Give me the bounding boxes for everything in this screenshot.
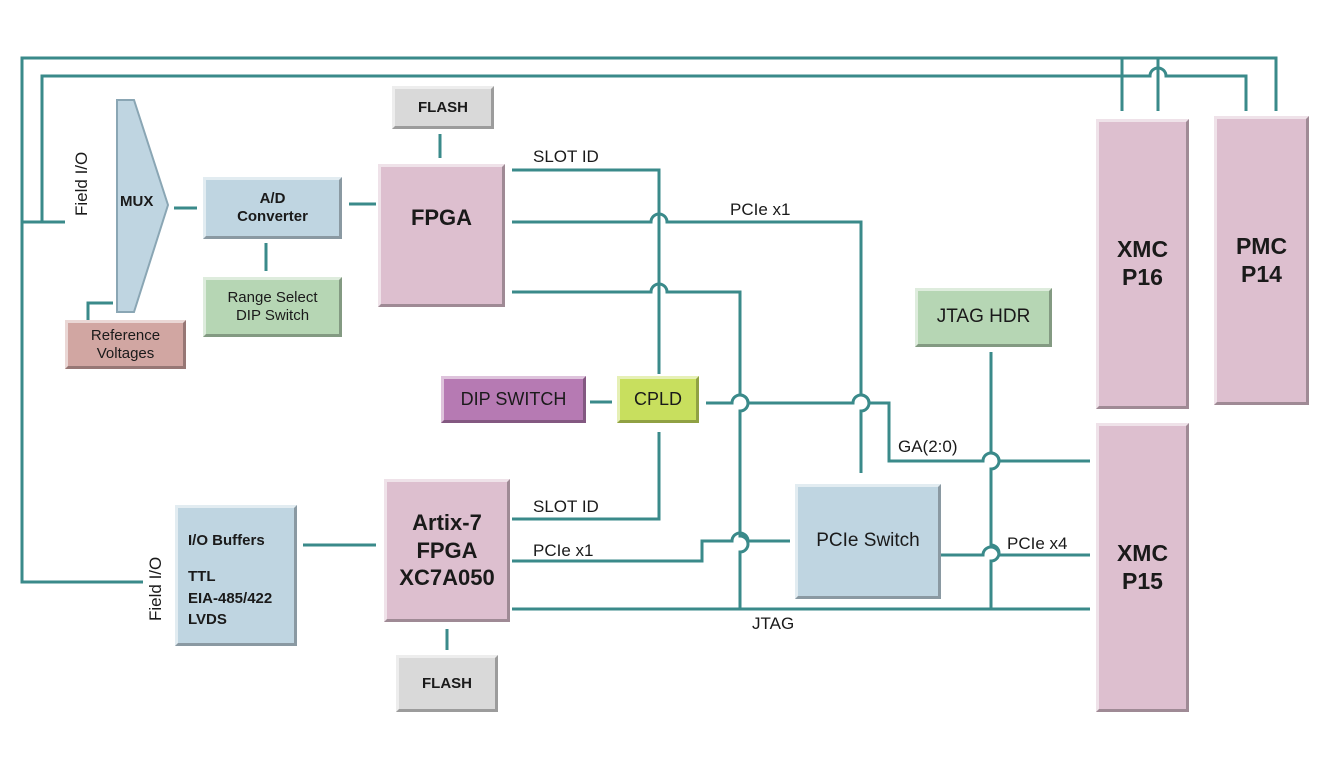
jtag-hdr-line — [989, 352, 1001, 609]
flash-top-label: FLASH — [418, 98, 468, 116]
fpga-label: FPGA — [410, 205, 473, 230]
ad-converter-block: A/D Converter — [203, 177, 342, 239]
slot-id-top-label: SLOT ID — [533, 147, 599, 166]
dip-switch-block: DIP SWITCH — [441, 376, 586, 423]
pcie-x4-line — [941, 545, 1090, 557]
range-line1: Range Select — [227, 289, 318, 306]
pmc-p14-line1: PMC — [1235, 232, 1288, 259]
mux-shape — [116, 99, 170, 313]
slot-id-bottom-label: SLOT ID — [533, 497, 599, 516]
pcie-x1-top-line — [512, 212, 871, 473]
cpld-block: CPLD — [617, 376, 699, 423]
io-buffers-block: I/O Buffers TTL EIA-485/422 LVDS — [175, 505, 297, 646]
pcie-x1-bottom-line — [512, 531, 790, 563]
pmc-p14-line2: P14 — [1241, 260, 1282, 287]
artix-line3: XC7A050 — [399, 565, 495, 591]
ref-mux-arrow — [86, 301, 113, 320]
range-line2: DIP Switch — [235, 307, 310, 324]
fpga-block: FPGA — [378, 164, 505, 307]
ad-line1: A/D — [259, 190, 286, 207]
field-io-bottom-label: Field I/O — [146, 556, 165, 621]
ga-label: GA(2:0) — [898, 437, 958, 456]
cpld-label: CPLD — [633, 388, 682, 409]
reference-voltages-block: Reference Voltages — [65, 320, 186, 369]
dip-switch-label: DIP SWITCH — [460, 388, 567, 409]
ref-line2: Voltages — [96, 344, 155, 362]
flash-bottom-label: FLASH — [422, 674, 472, 692]
artix-line1: Artix-7 — [412, 510, 482, 536]
flash-bottom-block: FLASH — [396, 655, 498, 712]
field-io-outer-line — [20, 56, 1278, 224]
pcie-switch-block: PCIe Switch — [795, 484, 941, 599]
ref-line1: Reference — [90, 326, 161, 344]
field-io-top-label: Field I/O — [72, 151, 91, 216]
xmc-p15-line2: P15 — [1122, 567, 1163, 594]
xmc-p16-line1: XMC — [1116, 236, 1169, 263]
xmc-p16-line2: P16 — [1122, 264, 1163, 290]
io-buffers-title: I/O Buffers — [188, 532, 265, 549]
jtag-hdr-label: JTAG HDR — [936, 306, 1031, 328]
io-buffers-eia: EIA-485/422 — [188, 589, 273, 607]
range-select-block: Range Select DIP Switch — [203, 277, 342, 337]
xmc-p15-line1: XMC — [1116, 539, 1169, 566]
slot-id-top-line — [512, 168, 661, 374]
jtag-label: JTAG — [752, 614, 795, 633]
io-buffers-ttl: TTL — [188, 567, 216, 585]
io-buffers-lvds: LVDS — [188, 611, 227, 629]
artix-fpga-block: Artix-7 FPGA XC7A050 — [384, 479, 510, 622]
pcie-x1-bottom-label: PCIe x1 — [533, 541, 594, 560]
xmc-p15-block: XMC P15 — [1096, 423, 1189, 712]
pmc-p14-block: PMC P14 — [1214, 116, 1309, 405]
pcie-x1-top-label: PCIe x1 — [730, 200, 791, 219]
flash-top-block: FLASH — [392, 86, 494, 129]
mux-label: MUX — [120, 193, 154, 210]
pcie-switch-label: PCIe Switch — [816, 530, 920, 552]
artix-line2: FPGA — [416, 537, 478, 563]
slot-id-bottom-line — [512, 432, 661, 521]
jtag-hdr-block: JTAG HDR — [915, 288, 1052, 347]
pcie-x4-label: PCIe x4 — [1007, 534, 1068, 553]
xmc-p16-block: XMC P16 — [1096, 119, 1189, 409]
ad-line2: Converter — [237, 208, 308, 225]
field-io-bottom-line — [20, 222, 143, 584]
